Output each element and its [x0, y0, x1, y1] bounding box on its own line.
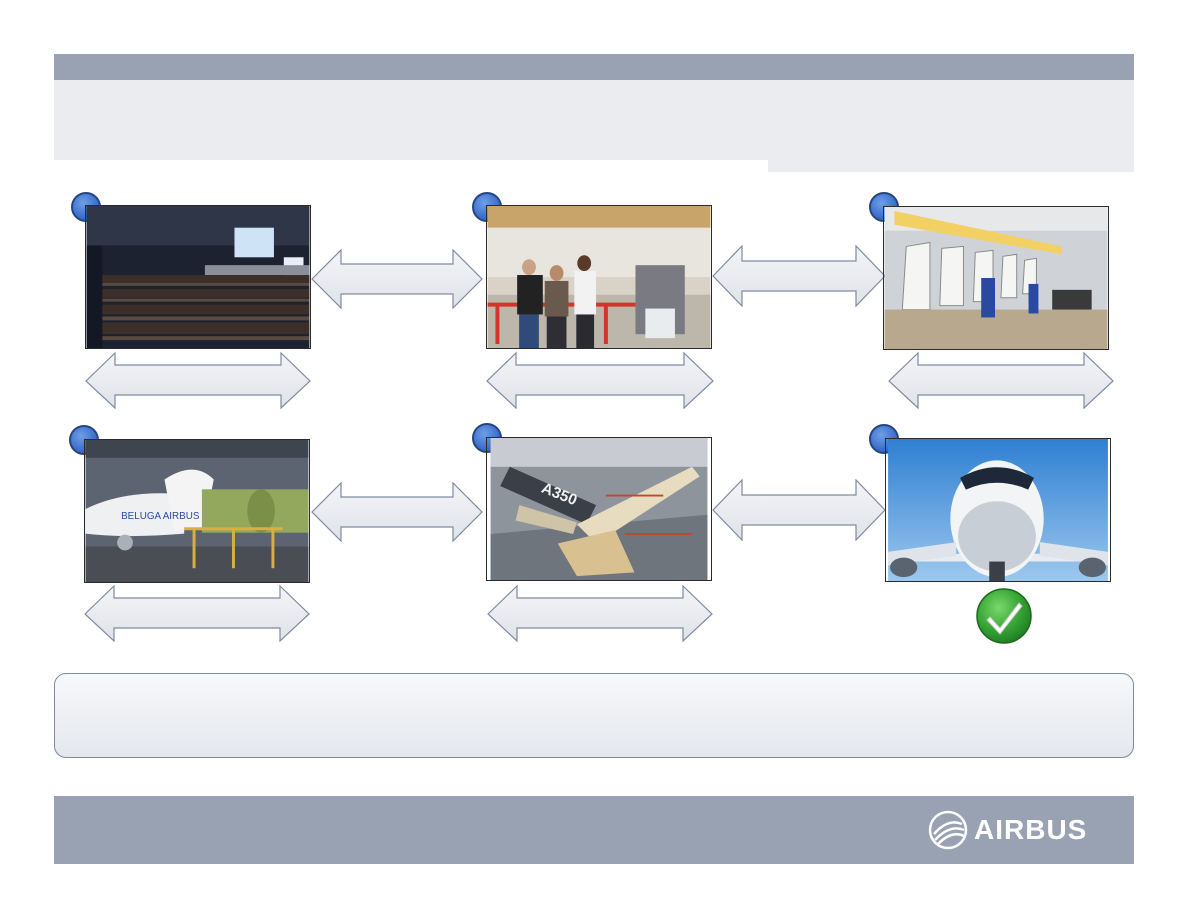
title-area: [54, 80, 1134, 160]
step-1-down-arrow: [85, 351, 311, 409]
arrow-1-to-2: [311, 249, 483, 309]
title-area-tail: [768, 160, 1134, 172]
arrow-5-to-6: [712, 479, 886, 541]
airbus-wordmark: AIRBUS: [974, 814, 1088, 845]
arrow-4-to-5: [311, 482, 483, 542]
step-4-down-arrow: [84, 584, 310, 642]
footer-band: AIRBUS: [54, 796, 1134, 864]
step-4-photo: BELUGA AIRBUS: [84, 439, 310, 583]
info-box: [54, 673, 1134, 758]
step-2-photo: [486, 205, 712, 349]
checkmark-icon: [976, 588, 1032, 644]
airbus-emblem-icon: [928, 810, 968, 850]
top-band: [54, 54, 1134, 80]
step-2-down-arrow: [486, 351, 714, 409]
airbus-logo: AIRBUS: [928, 810, 1108, 850]
step-5-badge: [472, 423, 502, 453]
step-5-photo: A350: [486, 437, 712, 581]
step-3-photo: [883, 206, 1109, 350]
arrow-2-to-3: [712, 245, 886, 307]
step-6-photo: [885, 438, 1111, 582]
step-3-down-arrow: [888, 351, 1114, 409]
step-5-down-arrow: [487, 584, 713, 642]
step-1-photo: [85, 205, 311, 349]
svg-text:BELUGA AIRBUS: BELUGA AIRBUS: [121, 511, 200, 522]
